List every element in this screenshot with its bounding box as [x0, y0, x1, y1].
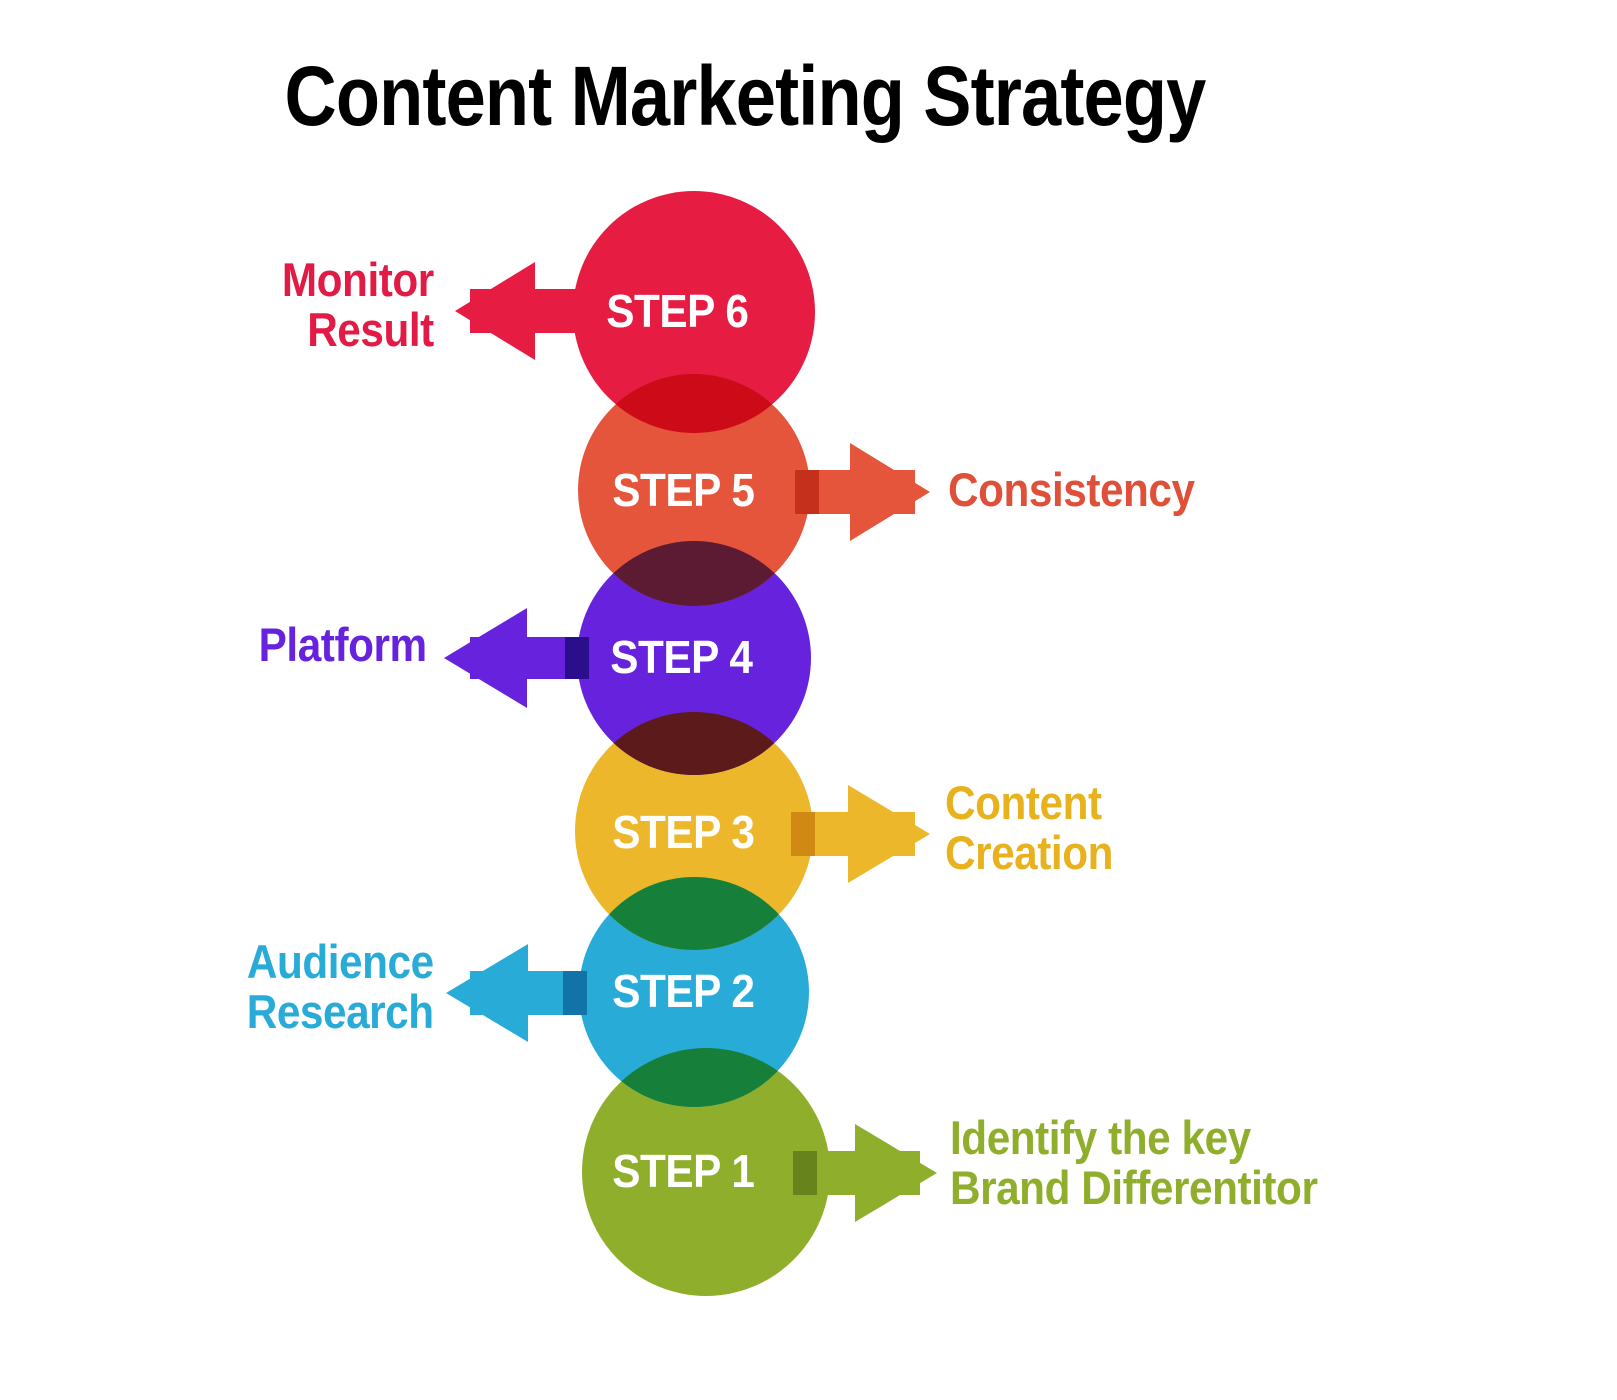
arrow-base-tab-3 [791, 812, 815, 856]
caption-step-1: Identify the key Brand Differentitor [950, 1111, 1318, 1214]
caption-step-2: Audience Research [247, 935, 434, 1038]
arrow-base-tab-2 [563, 971, 587, 1015]
arrow-base-tab-4 [565, 637, 589, 679]
step-circle-5[interactable] [578, 374, 810, 606]
step-circle-6[interactable] [573, 191, 815, 433]
caption-step-3: Content Creation [945, 776, 1113, 879]
step-label-1: STEP 1 [612, 1145, 755, 1197]
caption-step-4: Platform [259, 618, 427, 671]
step-label-4: STEP 4 [610, 631, 753, 683]
arrow-base-tab-5 [795, 470, 819, 514]
step-label-5: STEP 5 [612, 464, 755, 516]
step-label-6: STEP 6 [606, 285, 749, 337]
caption-step-5: Consistency [948, 463, 1195, 516]
step-label-2: STEP 2 [612, 965, 755, 1017]
arrow-base-tab-1 [793, 1151, 817, 1195]
step-circle-4[interactable] [577, 541, 811, 775]
page-title: Content Marketing Strategy [284, 49, 1207, 143]
caption-step-6: Monitor Result [282, 253, 434, 356]
step-circle-1[interactable] [582, 1048, 830, 1296]
step-label-3: STEP 3 [612, 806, 755, 858]
step-circle-3[interactable] [575, 712, 813, 950]
